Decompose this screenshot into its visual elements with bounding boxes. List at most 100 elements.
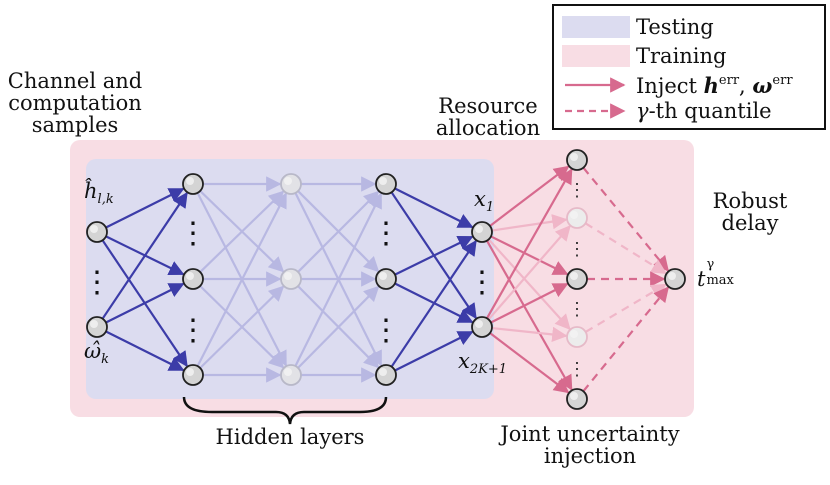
hidden-edge bbox=[196, 192, 287, 367]
hidden-edge bbox=[294, 192, 383, 367]
omega-hat-symbol: ω̂ bbox=[84, 339, 102, 363]
quantile-edge bbox=[584, 222, 667, 275]
hidden-node bbox=[280, 173, 302, 195]
hidden-node bbox=[182, 173, 204, 195]
input-edge bbox=[105, 330, 185, 372]
injection-sample-node bbox=[566, 268, 588, 290]
hidden-edge bbox=[297, 190, 380, 273]
quantile-gamma: γ bbox=[636, 99, 649, 123]
inject-h-symbol: h bbox=[703, 72, 719, 98]
injection-edge bbox=[489, 165, 570, 227]
vertical-ellipsis: ⋮ bbox=[371, 313, 401, 348]
output-edge bbox=[390, 239, 477, 368]
x2k1-symbol: x bbox=[458, 349, 470, 373]
inject-h-err: err bbox=[718, 72, 740, 88]
vertical-ellipsis: ⋮ bbox=[178, 313, 208, 348]
input-edge bbox=[101, 191, 188, 320]
vertical-ellipsis: ⋮ bbox=[568, 180, 586, 201]
t-max-label: t γ max bbox=[697, 258, 735, 291]
output-edge bbox=[394, 235, 474, 276]
joint-uncertainty-label: Joint uncertainty injection bbox=[470, 423, 710, 467]
x2k1-subscript: 2K+1 bbox=[469, 362, 507, 377]
vertical-ellipsis: ⋮ bbox=[371, 216, 401, 251]
injection-edge bbox=[487, 238, 571, 330]
input-edge bbox=[105, 282, 185, 324]
legend-quantile-label: γ-th quantile bbox=[636, 99, 772, 123]
omega-hat-label: ω̂k bbox=[84, 340, 109, 367]
vertical-ellipsis: ⋮ bbox=[568, 359, 586, 380]
hidden-edge bbox=[297, 285, 380, 369]
legend-training: Training bbox=[562, 43, 727, 69]
quantile-dashed-arrow-icon bbox=[565, 103, 626, 119]
inject-prefix: Inject bbox=[636, 73, 704, 98]
joint-line-1: Joint uncertainty bbox=[500, 422, 680, 446]
x1-label: x1 bbox=[474, 188, 494, 215]
robust-delay-label: Robust delay bbox=[700, 190, 800, 234]
legend: Testing Training Inject herr, ωerr γ-th … bbox=[552, 4, 826, 130]
x2k1-label: x2K+1 bbox=[458, 350, 507, 377]
resource-line-2: allocation bbox=[435, 116, 541, 141]
legend-quantile: γ-th quantile bbox=[562, 98, 772, 124]
vertical-ellipsis: ⋮ bbox=[568, 239, 586, 260]
quantile-text: -th quantile bbox=[648, 99, 772, 123]
h-hat-subscript: l,k bbox=[97, 192, 114, 207]
inject-w-err: err bbox=[772, 72, 793, 88]
injection-edge bbox=[491, 326, 568, 343]
injection-edge bbox=[485, 240, 573, 391]
output-edge bbox=[394, 187, 474, 229]
hidden-node bbox=[182, 268, 204, 290]
input-node bbox=[86, 221, 108, 243]
x1-symbol: x bbox=[474, 187, 486, 211]
robust-delay-node bbox=[664, 268, 686, 290]
injection-sample-node bbox=[566, 149, 588, 171]
injection-sample-node bbox=[566, 207, 588, 229]
injection-edge bbox=[485, 168, 573, 319]
output-node bbox=[471, 221, 493, 243]
legend-testing-label: Testing bbox=[636, 15, 714, 39]
hidden-node bbox=[280, 364, 302, 386]
joint-line-2: injection bbox=[543, 444, 637, 469]
hidden-node bbox=[375, 268, 397, 290]
hidden-node bbox=[375, 173, 397, 195]
legend-training-label: Training bbox=[636, 44, 727, 68]
channel-line-2: computation bbox=[8, 91, 142, 116]
channel-line-1: Channel and bbox=[7, 69, 143, 93]
injection-edge bbox=[490, 282, 569, 324]
inject-separator: , bbox=[739, 73, 753, 98]
t-subscript: max bbox=[706, 273, 734, 288]
output-edge bbox=[394, 330, 474, 372]
injection-edge bbox=[489, 332, 570, 394]
vertical-ellipsis: ⋮ bbox=[178, 216, 208, 251]
hidden-layers-brace bbox=[182, 396, 388, 425]
h-hat-label: ĥl,k bbox=[84, 180, 114, 207]
legend-inject: Inject herr, ωerr bbox=[562, 72, 793, 98]
x1-subscript: 1 bbox=[485, 200, 495, 215]
input-edge bbox=[105, 187, 185, 229]
resource-allocation-label: Resource allocation bbox=[418, 95, 558, 139]
hidden-layers-label: Hidden layers bbox=[215, 425, 365, 449]
injection-edge bbox=[487, 225, 571, 321]
training-swatch bbox=[562, 45, 630, 67]
t-symbol: t bbox=[697, 267, 706, 291]
vertical-ellipsis: ⋮ bbox=[82, 265, 112, 300]
quantile-edge bbox=[585, 283, 667, 333]
injection-sample-node bbox=[566, 388, 588, 410]
t-superscript: γ bbox=[706, 257, 715, 272]
hidden-node bbox=[280, 268, 302, 290]
inject-arrow-icon bbox=[565, 77, 626, 93]
channel-line-3: samples bbox=[31, 113, 119, 138]
hidden-edge bbox=[199, 285, 285, 369]
hidden-node bbox=[375, 364, 397, 386]
injection-edge bbox=[491, 214, 568, 232]
legend-testing: Testing bbox=[562, 14, 714, 40]
resource-line-1: Resource bbox=[438, 94, 538, 118]
testing-swatch bbox=[562, 16, 630, 38]
robust-line-1: Robust bbox=[712, 189, 788, 213]
robust-line-2: delay bbox=[721, 211, 779, 236]
injection-sample-node bbox=[566, 326, 588, 348]
hidden-edge bbox=[199, 190, 285, 273]
hidden-node bbox=[182, 364, 204, 386]
injection-edge bbox=[490, 235, 569, 276]
